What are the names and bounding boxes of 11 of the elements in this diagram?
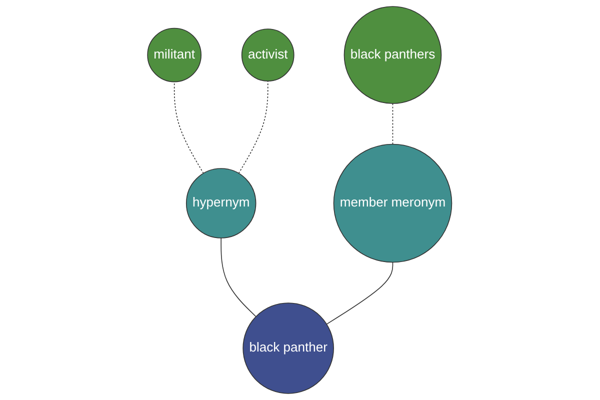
connector: [238, 80, 269, 174]
connector: [221, 238, 257, 318]
node-circle: black panther: [243, 302, 334, 394]
node-circle: hypernym: [186, 168, 257, 238]
node-circle: militant: [148, 28, 202, 82]
connector: [174, 81, 204, 174]
node-circle: member meronym: [334, 144, 452, 263]
node-circle: black panthers: [344, 6, 442, 104]
node-circle: activist: [242, 28, 295, 82]
connector: [326, 262, 394, 325]
connector: [392, 103, 394, 145]
